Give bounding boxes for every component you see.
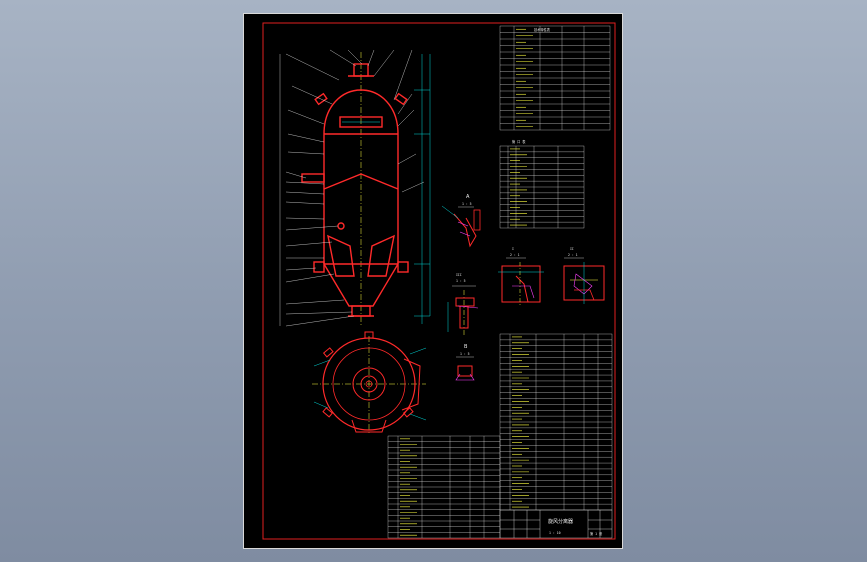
svg-text:管 口 表: 管 口 表: [512, 139, 526, 144]
svg-text:旋风分离器: 旋风分离器: [548, 518, 573, 525]
drawing-frame: [262, 22, 616, 540]
technical-characteristics-table: 技术特性表: [499, 25, 611, 131]
materials-list-table: [387, 435, 501, 539]
cad-drawing: A 1 : 5 III 1 : 5 B 1 : 5: [262, 22, 616, 540]
svg-text:III: III: [456, 273, 462, 277]
section-b-view: B 1 : 5: [455, 344, 475, 381]
vessel-plan-view: [312, 331, 427, 434]
svg-text:1 : 10: 1 : 10: [549, 531, 561, 535]
drawing-sheet[interactable]: A 1 : 5 III 1 : 5 B 1 : 5: [243, 13, 623, 549]
leader-lines-right: [329, 49, 425, 193]
svg-text:2 : 1: 2 : 1: [568, 253, 578, 257]
parts-list-table: [499, 333, 613, 511]
detail-2-view: II 2 : 1: [563, 247, 605, 304]
svg-text:1 : 5: 1 : 5: [456, 279, 466, 283]
detail-3-view: III 1 : 5: [447, 273, 479, 336]
svg-text:1 : 5: 1 : 5: [462, 202, 472, 206]
section-a-view: A 1 : 5: [441, 194, 481, 248]
svg-text:2 : 1: 2 : 1: [510, 253, 520, 257]
svg-text:A: A: [466, 194, 470, 200]
svg-text:1 : 5: 1 : 5: [460, 352, 470, 356]
vessel-elevation: [301, 52, 431, 326]
svg-text:I: I: [512, 247, 514, 251]
title-block: 旋风分离器 1 : 10 第 1 张: [499, 509, 613, 539]
svg-text:II: II: [570, 247, 574, 251]
nozzle-table: 管 口 表: [499, 139, 585, 229]
svg-text:技术特性表: 技术特性表: [534, 27, 551, 32]
leader-lines-left: [279, 53, 355, 327]
svg-text:B: B: [464, 344, 468, 350]
svg-text:第 1 张: 第 1 张: [590, 531, 603, 536]
detail-1-view: I 2 : 1: [498, 247, 544, 306]
